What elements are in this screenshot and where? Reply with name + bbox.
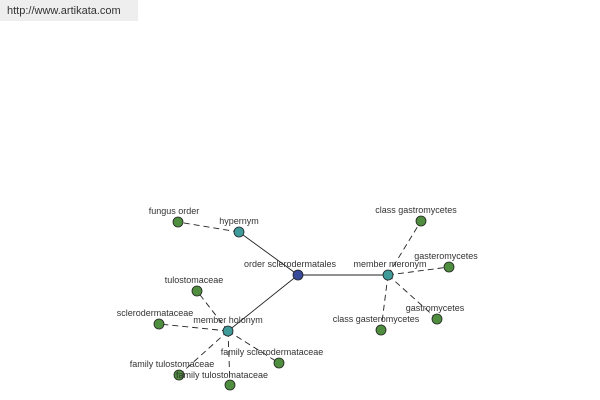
node-family-sclerodermataceae[interactable] [273,357,285,369]
label-family-sclerodermataceae[interactable]: family sclerodermataceae [221,347,324,357]
node-hypernym[interactable] [233,226,245,238]
label-gastromycetes[interactable]: gastromycetes [406,303,465,313]
label-hypernym[interactable]: hypernym [219,216,259,226]
label-sclerodermataceae[interactable]: sclerodermataceae [117,308,194,318]
graph-edges [158,220,450,386]
label-center[interactable]: order sclerodermatales [244,259,337,269]
node-class-gastromycetes[interactable] [415,215,427,227]
node-meronym[interactable] [382,269,394,281]
url-bar: http://www.artikata.com [0,0,138,21]
node-gastromycetes[interactable] [431,313,443,325]
edge-meronym-gasteromycetes [387,266,450,276]
edge-holonym-tulostomaceae [196,290,229,332]
node-sclerodermataceae[interactable] [153,318,165,330]
edge-meronym-class_gastromycetes [387,220,422,276]
node-fungus-order[interactable] [172,216,184,228]
edge-holonym-sclerodermataceae [158,323,229,332]
label-tulostomaceae[interactable]: tulostomaceae [165,275,224,285]
label-class-gastromycetes[interactable]: class gastromycetes [375,205,457,215]
node-family-tulostomaceae[interactable] [173,369,185,381]
node-family-tulostomataceae[interactable] [224,379,236,391]
edge-center-hypernym [238,231,299,276]
edge-hypernym-fungus_order [177,221,240,233]
graph-labels: order sclerodermatales hypernym member mer… [117,205,479,380]
node-holonym[interactable] [222,325,234,337]
node-class-gasteromycetes[interactable] [375,324,387,336]
site-url[interactable]: http://www.artikata.com [7,5,121,17]
edge-holonym-family_tulostomataceae [227,330,231,386]
graph-nodes [153,215,455,391]
edge-holonym-family_sclerodermataceae [227,330,280,364]
label-holonym[interactable]: member holonym [193,315,263,325]
label-family-tulostomataceae[interactable]: family tulostomataceae [176,370,268,380]
edge-meronym-gastromycetes [387,274,438,320]
label-family-tulostomaceae[interactable]: family tulostomaceae [130,359,215,369]
label-meronym[interactable]: member meronym [353,259,426,269]
label-gasteromycetes[interactable]: gasteromycetes [414,251,478,261]
node-gasteromycetes[interactable] [443,261,455,273]
label-class-gasteromycetes[interactable]: class gasteromycetes [333,314,420,324]
node-center[interactable] [292,269,304,281]
label-fungus-order[interactable]: fungus order [149,206,200,216]
edge-center-holonym [227,274,299,332]
node-tulostomaceae[interactable] [191,285,203,297]
edge-holonym-family_tulostomaceae [178,330,229,376]
